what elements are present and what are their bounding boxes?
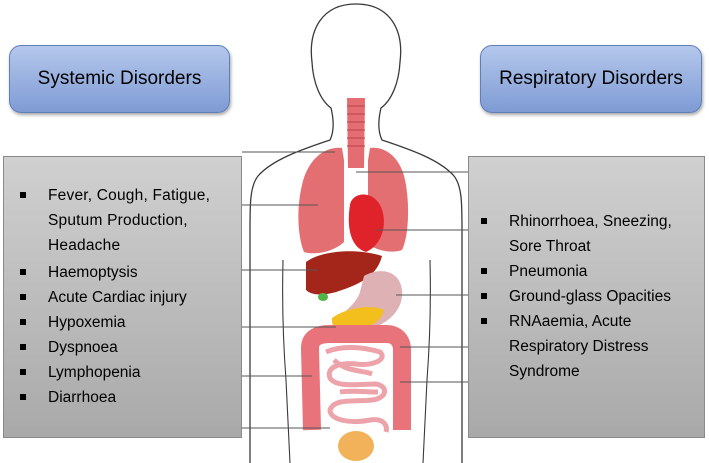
list-item: Acute Cardiac injury <box>18 285 238 310</box>
arm-line-left <box>282 259 291 463</box>
gallbladder <box>318 293 328 301</box>
list-item: Diarrhoea <box>18 385 238 410</box>
list-item: Pneumonia <box>479 259 701 284</box>
list-item: Hypoxemia <box>18 310 238 335</box>
heart <box>348 194 384 252</box>
list-item: Ground-glass Opacities <box>479 284 701 309</box>
bladder <box>338 431 374 461</box>
respiratory-disorders-header: Respiratory Disorders <box>480 45 702 113</box>
liver <box>306 251 382 295</box>
systemic-disorders-list: Fever, Cough, Fatigue, Sputum Production… <box>18 183 238 410</box>
list-item: Rhinorrhoea, Sneezing, Sore Throat <box>479 209 701 259</box>
list-item: RNAaemia, Acute Respiratory Distress Syn… <box>479 309 701 384</box>
systemic-disorders-header: Systemic Disorders <box>9 45 230 113</box>
list-item: Lymphopenia <box>18 360 238 385</box>
respiratory-disorders-panel: Rhinorrhoea, Sneezing, Sore Throat Pneum… <box>468 156 705 438</box>
systemic-disorders-title: Systemic Disorders <box>37 68 202 89</box>
pointer-lines <box>242 151 468 429</box>
large-intestine <box>301 325 411 431</box>
arm-line-right <box>422 259 431 463</box>
respiratory-disorders-list: Rhinorrhoea, Sneezing, Sore Throat Pneum… <box>479 209 701 384</box>
small-intestine <box>325 345 389 433</box>
trachea-rings <box>347 105 365 147</box>
trachea <box>347 98 365 168</box>
body-silhouette <box>249 3 463 463</box>
respiratory-disorders-title: Respiratory Disorders <box>499 68 683 89</box>
list-item: Haemoptysis <box>18 260 238 285</box>
list-item: Dyspnoea <box>18 335 238 360</box>
systemic-disorders-panel: Fever, Cough, Fatigue, Sputum Production… <box>3 156 242 438</box>
left-lung <box>298 147 344 254</box>
list-item: Fever, Cough, Fatigue, Sputum Production… <box>18 183 238 258</box>
